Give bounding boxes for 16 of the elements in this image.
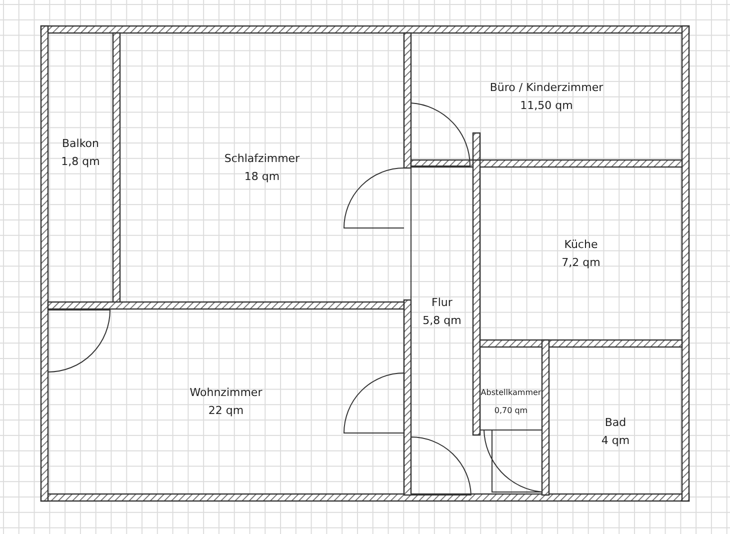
- room-area: 4 qm: [601, 432, 630, 450]
- room-name: Küche: [564, 236, 598, 252]
- room-name: Bad: [604, 415, 626, 431]
- room-name: Abstellkammer: [480, 387, 542, 399]
- room-area: 0,70 qm: [494, 402, 528, 420]
- room-name: Schlafzimmer: [224, 151, 300, 167]
- room-area: 11,50 qm: [520, 96, 573, 114]
- room-name: Flur: [432, 295, 452, 311]
- room-name: Balkon: [62, 136, 100, 152]
- room-name: Büro / Kinderzimmer: [490, 80, 604, 96]
- room-area: 7,2 qm: [562, 254, 600, 272]
- room-area: 18 qm: [244, 168, 280, 186]
- room-area: 1,8 qm: [61, 153, 100, 171]
- room-area: 5,8 qm: [422, 312, 462, 330]
- room-name: Wohnzimmer: [190, 384, 262, 400]
- room-area: 22 qm: [208, 402, 244, 420]
